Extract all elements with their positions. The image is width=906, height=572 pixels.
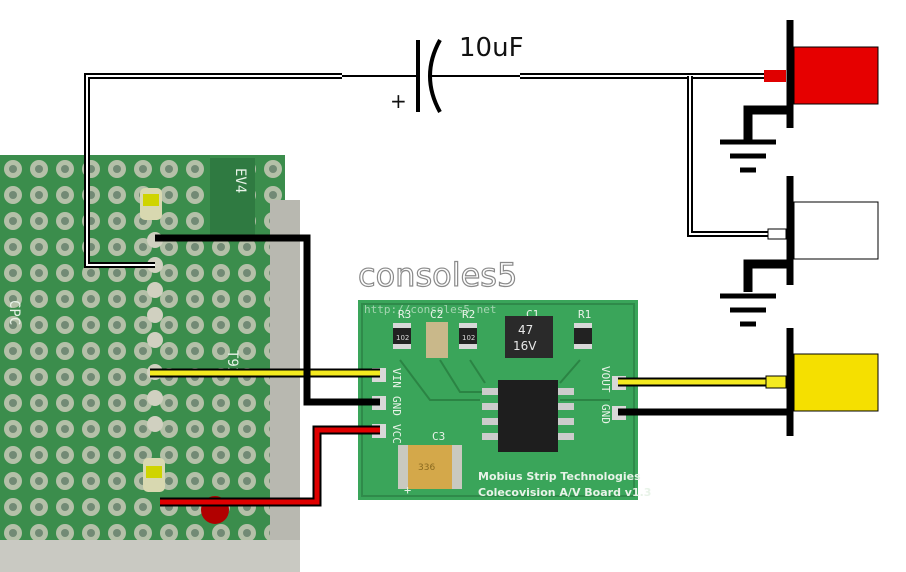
pad-label-vcc: VCC <box>390 424 403 444</box>
audio-jack-body <box>793 46 879 105</box>
video-jack-body <box>793 353 879 412</box>
label-c2: C2 <box>430 308 443 321</box>
resistor-r1 <box>574 323 592 349</box>
pad-label-vin: VIN <box>390 368 403 388</box>
av-board: consoles5 http://consoles5.net R3 C2 R2 … <box>357 255 651 500</box>
capacitor-10uf: 10uF + <box>390 33 524 113</box>
capacitor-curved-plate <box>428 39 442 113</box>
black-wire-gnd <box>155 234 380 406</box>
c1-marking-1: 47 <box>518 323 533 337</box>
watermark-logo: consoles5 <box>358 256 517 294</box>
pad-label-gnd-left: GND <box>390 396 403 416</box>
pcb-silk-ev: EV4 <box>232 168 248 193</box>
capacitor-polarity-label: + <box>390 89 407 113</box>
label-c3: C3 <box>432 430 445 443</box>
video-jack-yellow <box>786 328 879 436</box>
audio-wire-tip-2 <box>767 228 787 240</box>
pcb-silk-cpc: CPC <box>6 300 22 325</box>
resistor-r3: 102 <box>393 323 411 349</box>
yellow-wire-vout <box>618 375 787 389</box>
pcb-pin-column <box>147 232 163 432</box>
red-wire-vcc <box>160 425 380 507</box>
watermark-url: http://consoles5.net <box>364 303 496 316</box>
audio-wire <box>84 70 787 268</box>
label-r1: R1 <box>578 308 591 321</box>
soic-chip <box>482 380 574 452</box>
capacitor-c2 <box>426 322 448 358</box>
board-brand: Mobius Strip Technologies <box>478 470 641 483</box>
capacitor-c1-47: 47 16V <box>505 316 553 358</box>
audio-jack-red <box>720 20 879 173</box>
pad-label-gnd-right: GND <box>599 404 612 424</box>
resistor-marking: 102 <box>396 334 409 342</box>
tantalum-polarity: + <box>404 483 411 497</box>
audio-jack-white <box>720 176 879 327</box>
rf-shield <box>270 200 300 570</box>
console-pcb: EV4 CPC T92 <box>0 155 300 572</box>
label-r3: R3 <box>398 308 411 321</box>
capacitor-value-label: 10uF <box>459 33 524 63</box>
resistor-marking: 102 <box>462 334 475 342</box>
white-jack-body <box>793 201 879 260</box>
audio-wire-tip <box>764 70 786 82</box>
tantalum-c3: 336 + <box>398 445 462 497</box>
resistor-r2: 102 <box>459 323 477 349</box>
board-product: Colecovision A/V Board v1.3 <box>478 486 651 499</box>
label-r2: R2 <box>462 308 475 321</box>
tantalum-marking: 336 <box>418 463 435 473</box>
pad-label-vout: VOUT <box>599 366 612 393</box>
c1-marking-2: 16V <box>513 339 537 353</box>
